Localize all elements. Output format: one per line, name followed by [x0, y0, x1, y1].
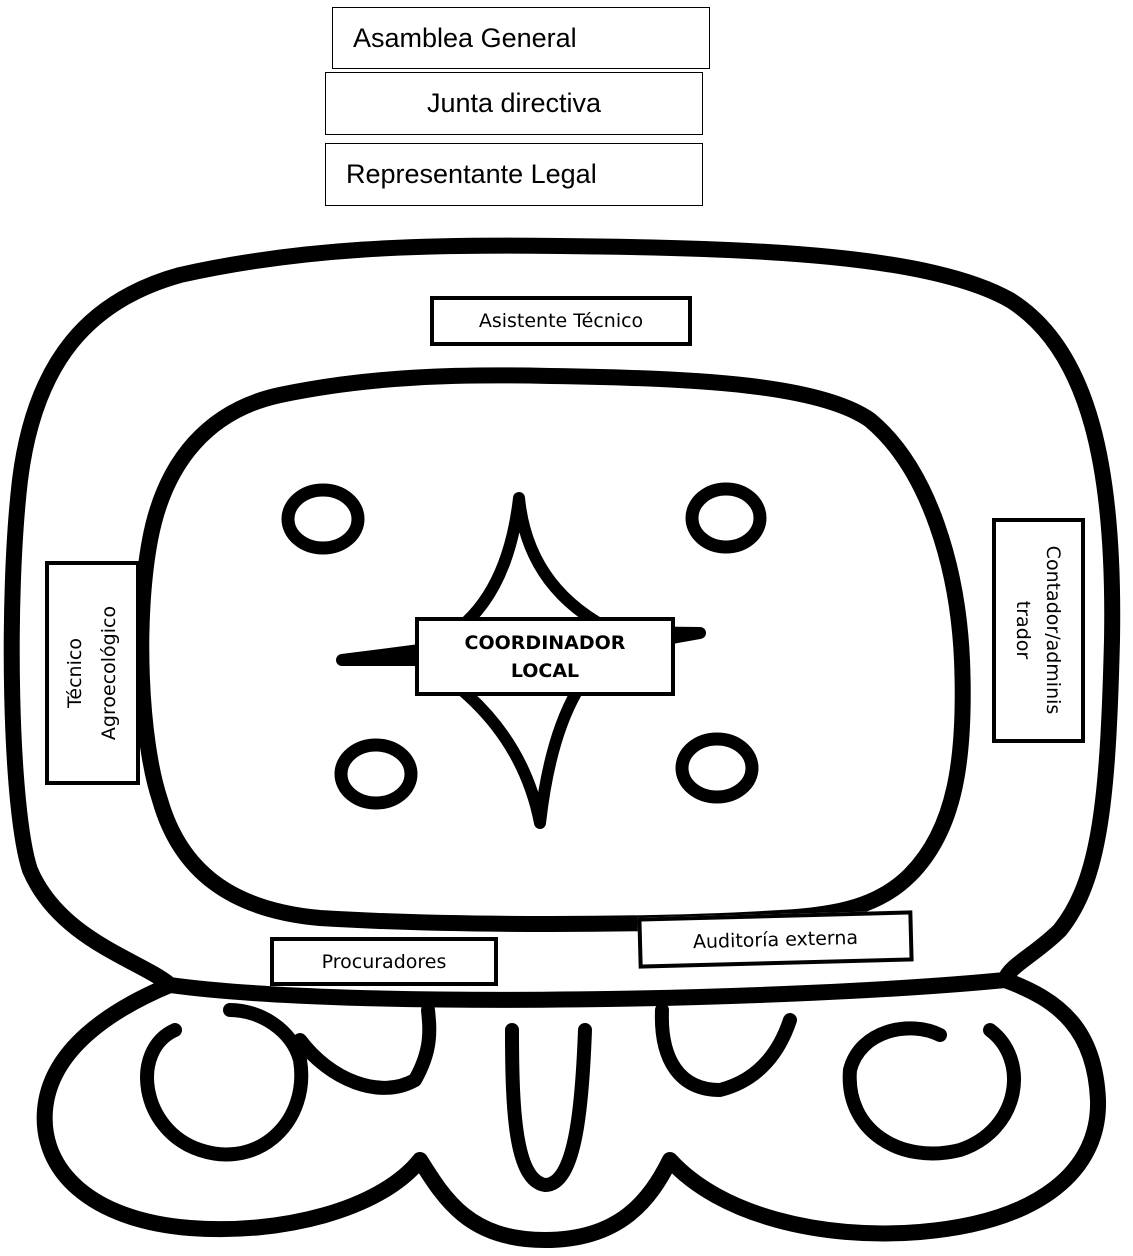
technician-label: Técnico Agroecológico [58, 563, 126, 783]
assistant-label: Asistente Técnico [479, 310, 643, 332]
ring-bottom-right [682, 739, 752, 797]
right-spiral [850, 1028, 1014, 1153]
base-outline [45, 980, 1098, 1240]
right-scroll-inner [662, 1010, 790, 1090]
technician-label-line1: Técnico [58, 563, 92, 783]
accountant-label-line1: Contador/adminis [1038, 520, 1068, 740]
board-label: Junta directiva [427, 88, 601, 119]
legal-representative-box: Representante Legal [325, 143, 703, 206]
left-spiral [147, 1010, 301, 1154]
board-box: Junta directiva [325, 72, 703, 135]
middle-u [512, 1030, 585, 1185]
accountant-label-line2: trador [1008, 520, 1038, 740]
ring-top-right [692, 489, 760, 547]
audit-box: Auditoría externa [637, 910, 913, 968]
coordinator-label-line1: COORDINADOR [465, 629, 626, 657]
audit-label: Auditoría externa [693, 926, 859, 952]
accountant-label: Contador/adminis trador [1008, 520, 1068, 740]
ring-bottom-left [341, 745, 411, 803]
left-scroll-inner [300, 1010, 429, 1088]
coordinator-label-line2: LOCAL [511, 657, 579, 685]
assistant-box: Asistente Técnico [430, 296, 692, 346]
procurators-label: Procuradores [322, 951, 447, 973]
assembly-box: Asamblea General [332, 7, 710, 69]
legal-representative-label: Representante Legal [346, 159, 597, 190]
assembly-label: Asamblea General [353, 23, 577, 54]
ring-top-left [288, 490, 358, 548]
technician-label-line2: Agroecológico [92, 563, 126, 783]
coordinator-box: COORDINADOR LOCAL [415, 617, 675, 696]
procurators-box: Procuradores [270, 937, 498, 986]
